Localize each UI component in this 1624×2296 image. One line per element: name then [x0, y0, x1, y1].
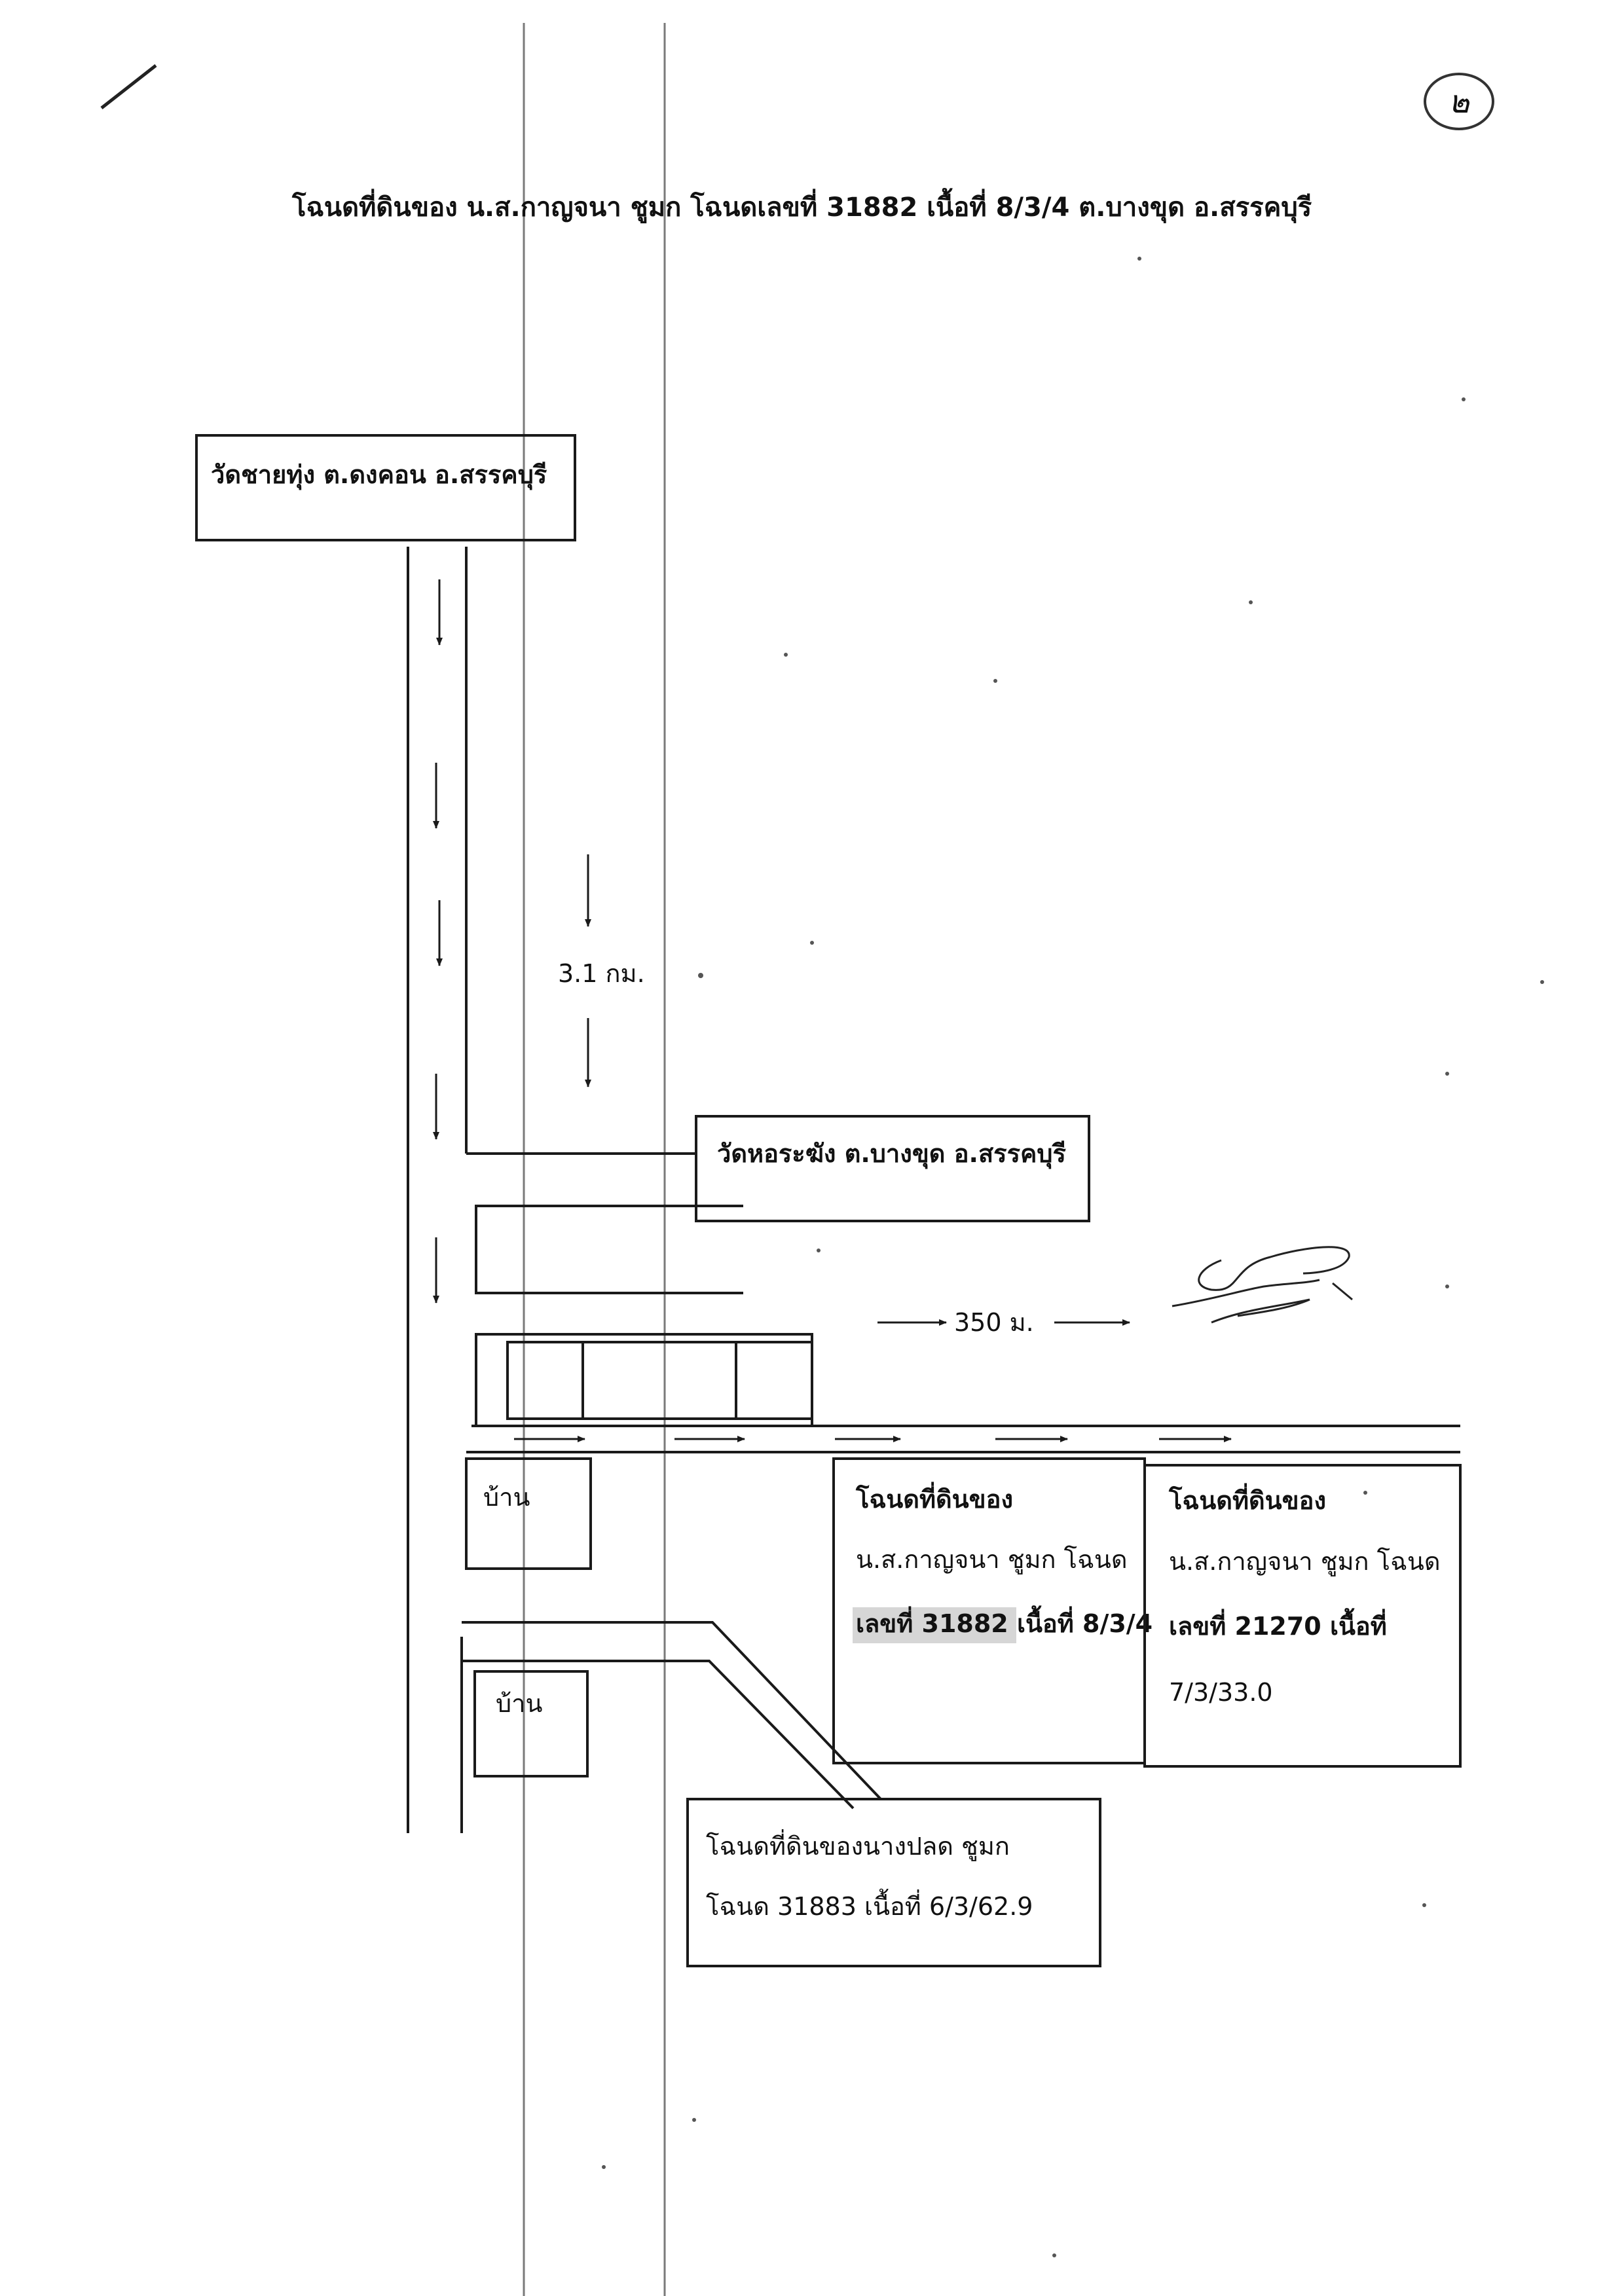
parcel-adjacent-line1: โฉนดที่ดินของ [1168, 1483, 1326, 1515]
pen-stroke [100, 64, 157, 109]
page-number-stamp: ๒ [1424, 73, 1494, 130]
building-1 [506, 1341, 584, 1420]
side-lane-upper [462, 1621, 882, 1800]
page-title: โฉนดที่ดินของ น.ส.กาญจนา ชูมก โฉนดเลขที่… [291, 188, 1312, 224]
parcel-adjacent-line3: เลขที่ 21270 เนื้อที่ [1169, 1608, 1387, 1641]
house-1-box [465, 1457, 592, 1570]
parcel-target-number-highlight [853, 1607, 1016, 1643]
temple-mid-box [695, 1115, 1090, 1222]
parcel-south-line2: โฉนด 31883 เนื้อที่ 6/3/62.9 [706, 1888, 1033, 1921]
distance-horizontal-label: 350 ม. [954, 1308, 1034, 1337]
building-3 [735, 1341, 813, 1420]
parcel-adjacent-line4: 7/3/33.0 [1169, 1678, 1273, 1707]
parcel-adjacent-box [1143, 1464, 1462, 1768]
parcel-adjacent-line2: น.ส.กาญจนา ชูมก โฉนด [1169, 1547, 1441, 1576]
distance-vertical-label: 3.1 กม. [558, 959, 645, 988]
building-2 [581, 1341, 737, 1420]
temple-compound [475, 1205, 743, 1294]
temple-mid-label: วัดหอระฆัง ต.บางขุด อ.สรรคบุรี [717, 1139, 1067, 1169]
page-number: ๒ [1449, 84, 1469, 120]
parcel-south-box [686, 1798, 1101, 1967]
parcel-target-line2: น.ส.กาญจนา ชูมก โฉนด [856, 1545, 1128, 1575]
house-1-label: บ้าน [483, 1483, 530, 1512]
road-direction-arrows [433, 579, 443, 1303]
house-2-box [473, 1670, 589, 1777]
parcel-target-line1: โฉนดที่ดินของ [855, 1482, 1013, 1514]
parcel-south-line1: โฉนดที่ดินของนางปลด ชูมก [706, 1829, 1010, 1861]
parcel-target-line3: เลขที่ 31882 เนื้อที่ 8/3/4 [856, 1605, 1153, 1638]
building-block-outline [475, 1333, 813, 1426]
house-2-label: บ้าน [496, 1689, 542, 1718]
temple-top-box [195, 434, 576, 541]
temple-top-label: วัดชายทุ่ง ต.ดงคอน อ.สรรคบุรี [211, 460, 547, 490]
side-lane-lower [462, 1660, 855, 1810]
scan-specks [602, 257, 1544, 2257]
signature [1172, 1246, 1353, 1324]
